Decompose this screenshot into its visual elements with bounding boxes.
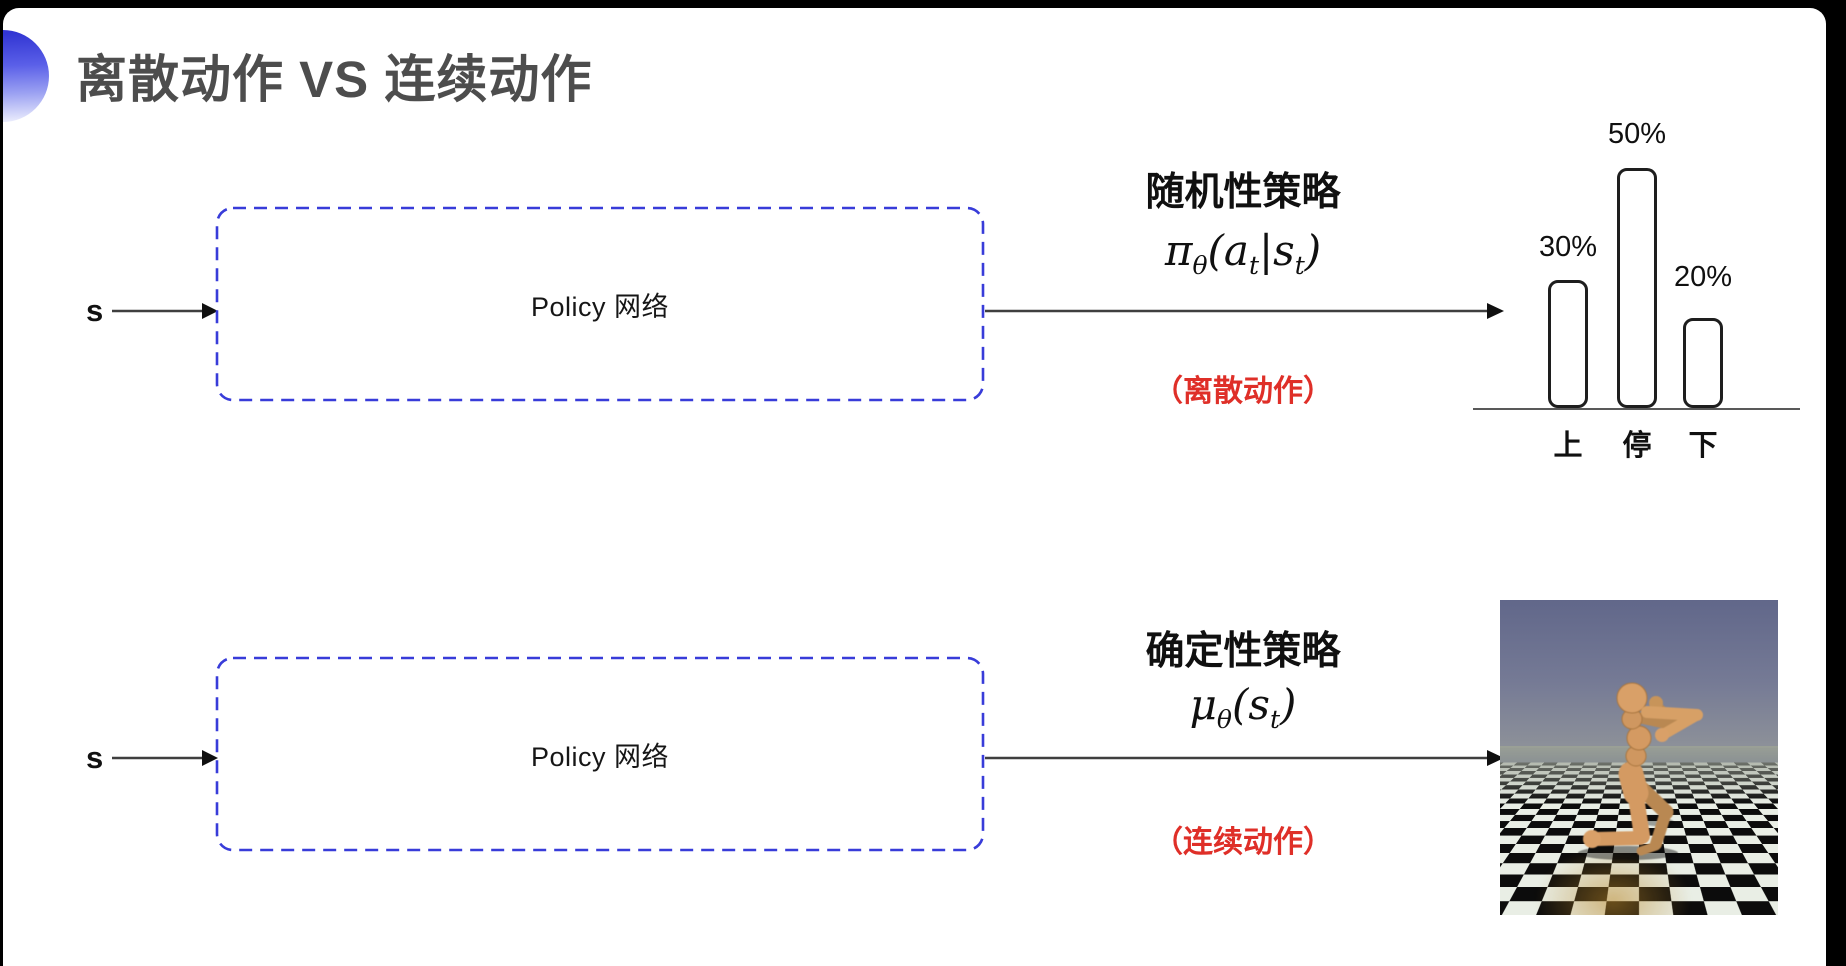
arrow-policy-to-chart (985, 298, 1505, 324)
formula-rparen: ) (1280, 680, 1296, 729)
stochastic-policy-title: 随机性策略 (1080, 161, 1406, 217)
bar-value-label: 20% (1663, 261, 1743, 294)
formula-lparen: ( (1208, 226, 1224, 275)
formula-bar: | (1259, 226, 1273, 275)
formula-t-sub1: t (1249, 251, 1259, 280)
formula-s: s (1273, 226, 1295, 275)
bar-up (1548, 280, 1588, 408)
bar-category-label: 上 (1528, 422, 1608, 464)
formula-t-sub2: t (1295, 251, 1305, 280)
bar-category-label: 下 (1663, 422, 1743, 464)
formula-a: a (1224, 226, 1249, 275)
title-bullet-icon (3, 30, 49, 122)
stochastic-policy-formula: πθ(at|st) (1080, 226, 1406, 280)
deterministic-policy-formula: μθ(st) (1080, 680, 1406, 734)
mujoco-humanoid-image (1500, 600, 1778, 915)
continuous-action-note: （连续动作） (1080, 817, 1406, 861)
page-title: 离散动作 VS 连续动作 (76, 38, 592, 112)
formula-rparen: ) (1305, 226, 1321, 275)
formula-s: s (1248, 680, 1270, 729)
policy-network-box-top: Policy 网络 (215, 206, 985, 402)
humanoid-robot-figure (1500, 600, 1778, 915)
chart-baseline (1473, 408, 1800, 410)
arrow-state-to-policy-top (110, 298, 220, 324)
action-probability-chart: 30% 50% 20% 上 停 下 (1466, 104, 1806, 408)
formula-theta-sub: θ (1217, 705, 1232, 734)
discrete-action-note: （离散动作） (1080, 366, 1406, 410)
policy-box-label-top: Policy 网络 (531, 285, 669, 324)
policy-network-box-bottom: Policy 网络 (215, 656, 985, 852)
deterministic-policy-title: 确定性策略 (1080, 620, 1406, 676)
formula-mu: μ (1190, 680, 1217, 729)
state-input-label-bottom: s (86, 740, 103, 776)
bar-down (1683, 318, 1723, 408)
state-input-label-top: s (86, 293, 103, 329)
bar-value-label: 30% (1528, 231, 1608, 264)
formula-lparen: ( (1232, 680, 1248, 729)
formula-t-sub: t (1270, 705, 1280, 734)
bar-value-label: 50% (1597, 118, 1677, 151)
bar-stop (1617, 168, 1657, 408)
arrow-policy-to-image (985, 745, 1505, 771)
policy-box-label-bottom: Policy 网络 (531, 735, 669, 774)
arrow-state-to-policy-bottom (110, 745, 220, 771)
formula-pi: π (1165, 226, 1193, 275)
formula-theta-sub: θ (1192, 251, 1207, 280)
